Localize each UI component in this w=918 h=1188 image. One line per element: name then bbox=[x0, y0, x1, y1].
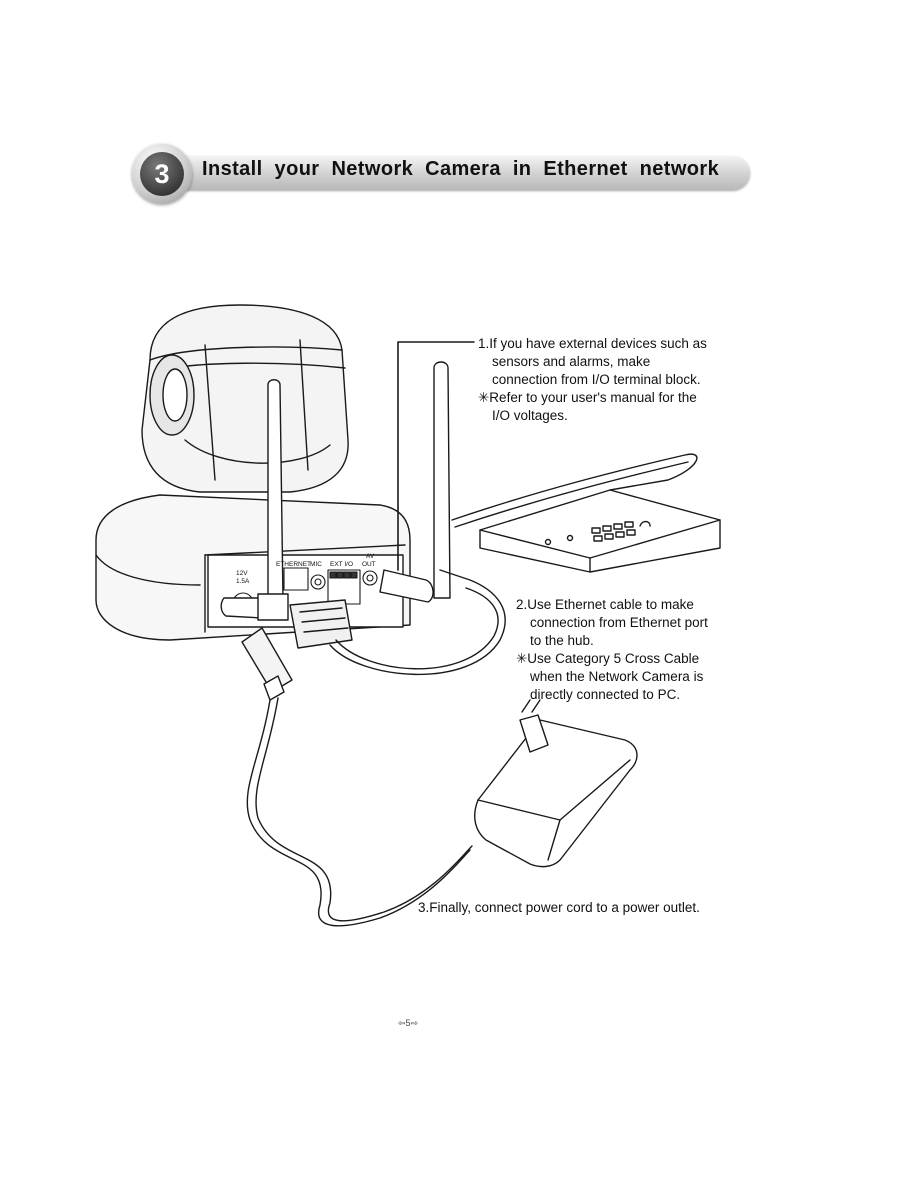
label-av: AV bbox=[366, 553, 375, 560]
power-plug bbox=[241, 627, 293, 701]
callout-step2-line3: to the hub. bbox=[530, 633, 594, 648]
section-header: 3 Install your Network Camera in Etherne… bbox=[132, 144, 752, 204]
power-cord bbox=[246, 699, 471, 927]
power-adapter bbox=[474, 699, 638, 868]
callout-step1: 1.If you have external devices such as s… bbox=[478, 335, 707, 425]
right-antenna bbox=[379, 361, 451, 603]
callout-step1-note2: I/O voltages. bbox=[492, 408, 568, 423]
label-power-sub: 1.5A bbox=[236, 578, 250, 585]
label-power: 12V bbox=[236, 570, 248, 577]
label-ethernet: ETHERNET bbox=[276, 561, 311, 568]
callout-step2: 2.Use Ethernet cable to make connection … bbox=[516, 596, 708, 704]
ethernet-cable bbox=[329, 569, 506, 676]
callout-step1-note1: ✳Refer to your user's manual for the bbox=[478, 390, 697, 405]
callout-step2-note2: when the Network Camera is bbox=[530, 669, 704, 684]
section-title: Install your Network Camera in Ethernet … bbox=[202, 158, 720, 180]
network-hub bbox=[479, 489, 721, 573]
callout-step3: 3.Finally, connect power cord to a power… bbox=[418, 899, 700, 917]
section-header-bar bbox=[170, 156, 750, 190]
callout-line-io bbox=[397, 341, 475, 571]
label-ext-io: EXT I/O bbox=[330, 561, 353, 568]
label-av-out: OUT bbox=[362, 561, 376, 568]
step-number: 3 bbox=[140, 152, 184, 196]
callout-step2-note3: directly connected to PC. bbox=[530, 687, 681, 702]
callout-step3-line1: 3.Finally, connect power cord to a power… bbox=[418, 900, 700, 915]
page-number: ⇦5⇨ bbox=[398, 1018, 419, 1028]
callout-step2-line2: connection from Ethernet port bbox=[530, 615, 708, 630]
callout-step1-line3: connection from I/O terminal block. bbox=[492, 372, 701, 387]
callout-step2-line1: 2.Use Ethernet cable to make bbox=[516, 597, 694, 612]
step-number-badge: 3 bbox=[132, 144, 192, 204]
ethernet-plug bbox=[289, 599, 353, 649]
camera-head bbox=[141, 304, 349, 493]
callout-step2-note1: ✳Use Category 5 Cross Cable bbox=[516, 651, 700, 666]
label-mic: MIC bbox=[310, 561, 322, 568]
callout-step1-line2: sensors and alarms, make bbox=[492, 354, 651, 369]
callout-step1-line1: 1.If you have external devices such as bbox=[478, 336, 707, 351]
left-antenna bbox=[220, 379, 289, 621]
